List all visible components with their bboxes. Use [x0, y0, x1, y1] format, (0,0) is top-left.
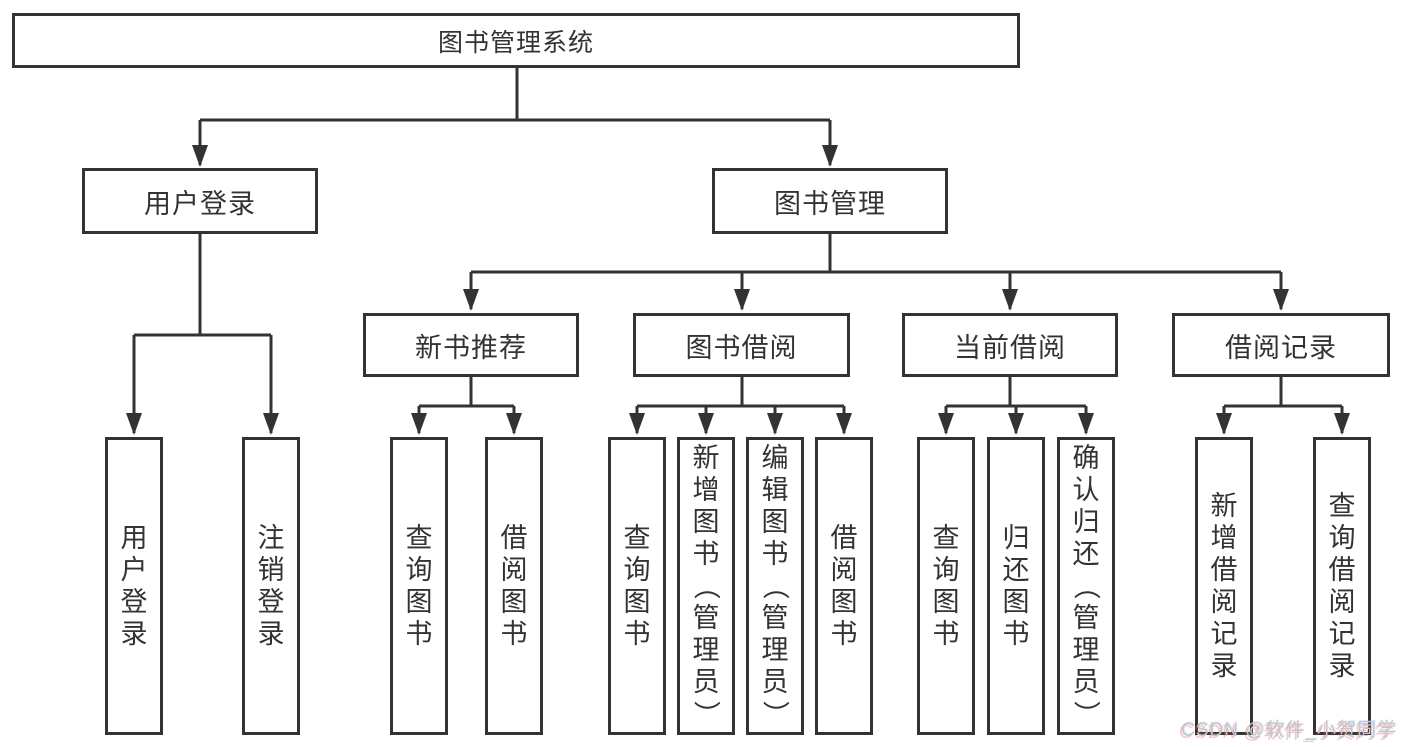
node-current-borrowing: 当前借阅 [902, 313, 1118, 377]
leaf-borrow-borrow-books: 借阅图书 [815, 437, 873, 735]
csdn-watermark: CSDN @软件_小贺同学 [1181, 720, 1397, 741]
node-borrowing-records: 借阅记录 [1172, 313, 1390, 377]
leaf-records-query-record: 查询借阅记录 [1313, 437, 1371, 735]
leaf-borrow-add-books-admin: 新增图书（管理员） [677, 437, 735, 735]
leaf-logout: 注销登录 [242, 437, 300, 735]
leaf-current-confirm-return-admin: 确认归还（管理员） [1057, 437, 1115, 735]
leaf-records-add-record: 新增借阅记录 [1195, 437, 1253, 735]
leaf-newbook-query-books: 查询图书 [390, 437, 448, 735]
leaf-current-query-books: 查询图书 [917, 437, 975, 735]
node-book-borrowing: 图书借阅 [633, 313, 850, 377]
leaf-borrow-query-books: 查询图书 [608, 437, 666, 735]
leaf-newbook-borrow-books: 借阅图书 [485, 437, 543, 735]
leaf-user-login: 用户登录 [105, 437, 163, 735]
node-user-login: 用户登录 [82, 168, 318, 234]
node-new-book-recommend: 新书推荐 [363, 313, 579, 377]
leaf-current-return-books: 归还图书 [987, 437, 1045, 735]
node-book-management: 图书管理 [712, 168, 948, 234]
leaf-borrow-edit-books-admin: 编辑图书（管理员） [746, 437, 804, 735]
node-library-management-system: 图书管理系统 [12, 13, 1020, 68]
